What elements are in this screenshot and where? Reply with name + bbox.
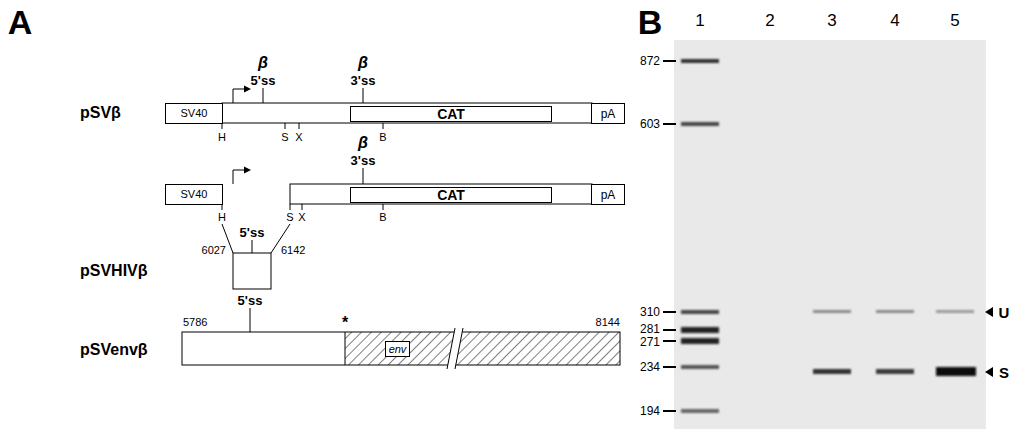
splice-site-label: 5'ss xyxy=(238,294,263,307)
gene-box: CAT xyxy=(350,187,552,203)
polya-box: pA xyxy=(591,103,625,124)
site-marker: * xyxy=(342,315,348,331)
size-marker: 271 xyxy=(640,336,660,348)
nucleotide-position: 8144 xyxy=(596,317,620,328)
intron-symbol: β xyxy=(358,55,368,71)
axis-break xyxy=(447,328,455,369)
arrowhead xyxy=(244,167,251,174)
box-label: pA xyxy=(601,108,616,120)
band-pointer xyxy=(985,307,993,317)
nucleotide-position: 6142 xyxy=(281,245,305,256)
splice-site-label: 5'ss xyxy=(240,226,265,239)
axis-break xyxy=(455,328,463,369)
splice-site-tick xyxy=(250,308,251,332)
promoter-box: SV40 xyxy=(165,103,223,124)
size-marker: 310 xyxy=(640,306,660,318)
box-label: env xyxy=(389,344,407,355)
lane-number: 5 xyxy=(950,12,959,29)
splice-site-tick xyxy=(252,240,253,253)
promoter-arrow xyxy=(233,170,245,184)
box-label: CAT xyxy=(437,188,465,202)
size-marker: 234 xyxy=(640,361,660,373)
promoter-box: SV40 xyxy=(165,184,223,205)
size-marker: 603 xyxy=(640,118,660,130)
splice-site-label: 3'ss xyxy=(351,74,376,87)
nucleotide-position: 5786 xyxy=(183,317,207,328)
construct-name: pSVenvβ xyxy=(80,342,148,358)
size-marker: 872 xyxy=(640,55,660,67)
splice-site-label: 3'ss xyxy=(351,154,376,167)
transcript-box xyxy=(290,184,592,204)
splice-site-label: 5'ss xyxy=(251,74,276,87)
box-label: CAT xyxy=(437,107,465,121)
site-ticks xyxy=(222,123,383,129)
panel-letter: A xyxy=(8,5,33,39)
construct-name: pSVβ xyxy=(80,105,121,121)
gene-box: env xyxy=(385,341,410,357)
axis-break xyxy=(447,329,463,368)
size-marker: 281 xyxy=(640,323,660,335)
box-label: SV40 xyxy=(181,189,208,200)
lane-number: 2 xyxy=(765,12,774,29)
insert-outline xyxy=(182,332,620,365)
restriction-site: B xyxy=(379,132,386,143)
splice-site-tick xyxy=(363,88,364,103)
restriction-site: B xyxy=(379,212,386,223)
gel-bands xyxy=(681,59,976,413)
restriction-site: X xyxy=(298,212,305,223)
gene-box: CAT xyxy=(350,106,552,122)
construct-name: pSVHIVβ xyxy=(80,263,148,279)
restriction-site: S xyxy=(286,212,293,223)
size-marker: 194 xyxy=(640,405,660,417)
band-pointer xyxy=(985,367,993,377)
restriction-site: H xyxy=(218,132,226,143)
site-ticks xyxy=(222,204,383,210)
lane-number: 4 xyxy=(890,12,899,29)
intron-symbol: β xyxy=(258,55,268,71)
splice-site-tick xyxy=(363,168,364,184)
gel xyxy=(674,40,986,429)
restriction-site: H xyxy=(218,212,226,223)
panel-letter: B xyxy=(638,5,663,39)
lane-number: 1 xyxy=(695,12,704,29)
band-label: S xyxy=(999,365,1009,380)
box-label: SV40 xyxy=(181,108,208,119)
band-label: U xyxy=(999,305,1010,320)
lane-number: 3 xyxy=(827,12,836,29)
splice-site-tick xyxy=(263,88,264,103)
intron-symbol: β xyxy=(358,135,368,151)
env-region xyxy=(345,332,620,365)
box-label: pA xyxy=(601,189,616,201)
restriction-site: X xyxy=(295,132,302,143)
region-boundary xyxy=(345,332,346,365)
transcript-box xyxy=(222,103,592,123)
restriction-site: S xyxy=(281,132,288,143)
promoter-arrow xyxy=(233,89,245,103)
marker-ticks xyxy=(663,61,676,411)
insert-box xyxy=(233,253,271,289)
nucleotide-position: 6027 xyxy=(202,245,226,256)
arrowhead xyxy=(244,86,251,93)
insert-box xyxy=(182,332,345,365)
polya-box: pA xyxy=(591,184,625,205)
